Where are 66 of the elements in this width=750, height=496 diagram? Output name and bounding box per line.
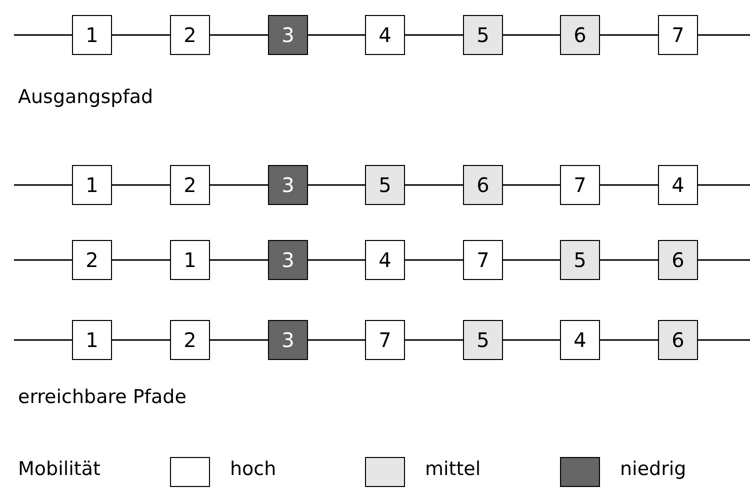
legend-title: Mobilität	[18, 458, 100, 480]
path-step-box: 7	[560, 165, 600, 205]
connector-line	[405, 259, 463, 261]
legend-label: hoch	[230, 458, 276, 480]
connector-line	[210, 34, 268, 36]
path-step-box: 1	[72, 320, 112, 360]
path-step-box: 5	[463, 320, 503, 360]
path-step-box: 3	[268, 15, 308, 55]
connector-line	[600, 184, 658, 186]
path-caption: Ausgangspfad	[18, 86, 154, 108]
connector-line	[112, 339, 170, 341]
path-step-box: 6	[560, 15, 600, 55]
connector-line	[503, 34, 560, 36]
path-step-box: 7	[365, 320, 405, 360]
connector-line	[698, 34, 750, 36]
connector-line	[600, 259, 658, 261]
path-step-box: 4	[658, 165, 698, 205]
path-step-box: 7	[463, 240, 503, 280]
connector-line	[698, 184, 750, 186]
connector-line	[503, 339, 560, 341]
path-step-box: 2	[170, 165, 210, 205]
connector-line	[210, 259, 268, 261]
path-step-box: 1	[72, 15, 112, 55]
connector-line	[308, 34, 365, 36]
path-step-box: 4	[365, 15, 405, 55]
path-step-box: 6	[658, 240, 698, 280]
connector-line	[112, 34, 170, 36]
connector-line	[600, 34, 658, 36]
connector-line	[600, 339, 658, 341]
connector-line	[308, 184, 365, 186]
path-step-box: 1	[170, 240, 210, 280]
connector-line	[503, 184, 560, 186]
connector-line	[210, 339, 268, 341]
path-step-box: 6	[658, 320, 698, 360]
connector-line	[210, 184, 268, 186]
connector-line	[112, 184, 170, 186]
path-step-box: 5	[463, 15, 503, 55]
connector-line	[503, 259, 560, 261]
connector-line	[14, 259, 72, 261]
connector-line	[698, 259, 750, 261]
connector-line	[698, 339, 750, 341]
path-step-box: 3	[268, 240, 308, 280]
connector-line	[405, 184, 463, 186]
connector-line	[14, 34, 72, 36]
path-step-box: 7	[658, 15, 698, 55]
legend-label: niedrig	[620, 458, 686, 480]
connector-line	[405, 339, 463, 341]
path-step-box: 1	[72, 165, 112, 205]
path-step-box: 6	[463, 165, 503, 205]
path-caption: erreichbare Pfade	[18, 386, 186, 408]
connector-line	[14, 184, 72, 186]
path-step-box: 2	[170, 15, 210, 55]
connector-line	[405, 34, 463, 36]
path-step-box: 2	[72, 240, 112, 280]
connector-line	[308, 259, 365, 261]
path-step-box: 5	[560, 240, 600, 280]
connector-line	[308, 339, 365, 341]
path-step-box: 3	[268, 320, 308, 360]
path-step-box: 2	[170, 320, 210, 360]
path-step-box: 4	[365, 240, 405, 280]
legend-label: mittel	[425, 458, 481, 480]
path-step-box: 3	[268, 165, 308, 205]
path-step-box: 5	[365, 165, 405, 205]
connector-line	[14, 339, 72, 341]
path-step-box: 4	[560, 320, 600, 360]
connector-line	[112, 259, 170, 261]
